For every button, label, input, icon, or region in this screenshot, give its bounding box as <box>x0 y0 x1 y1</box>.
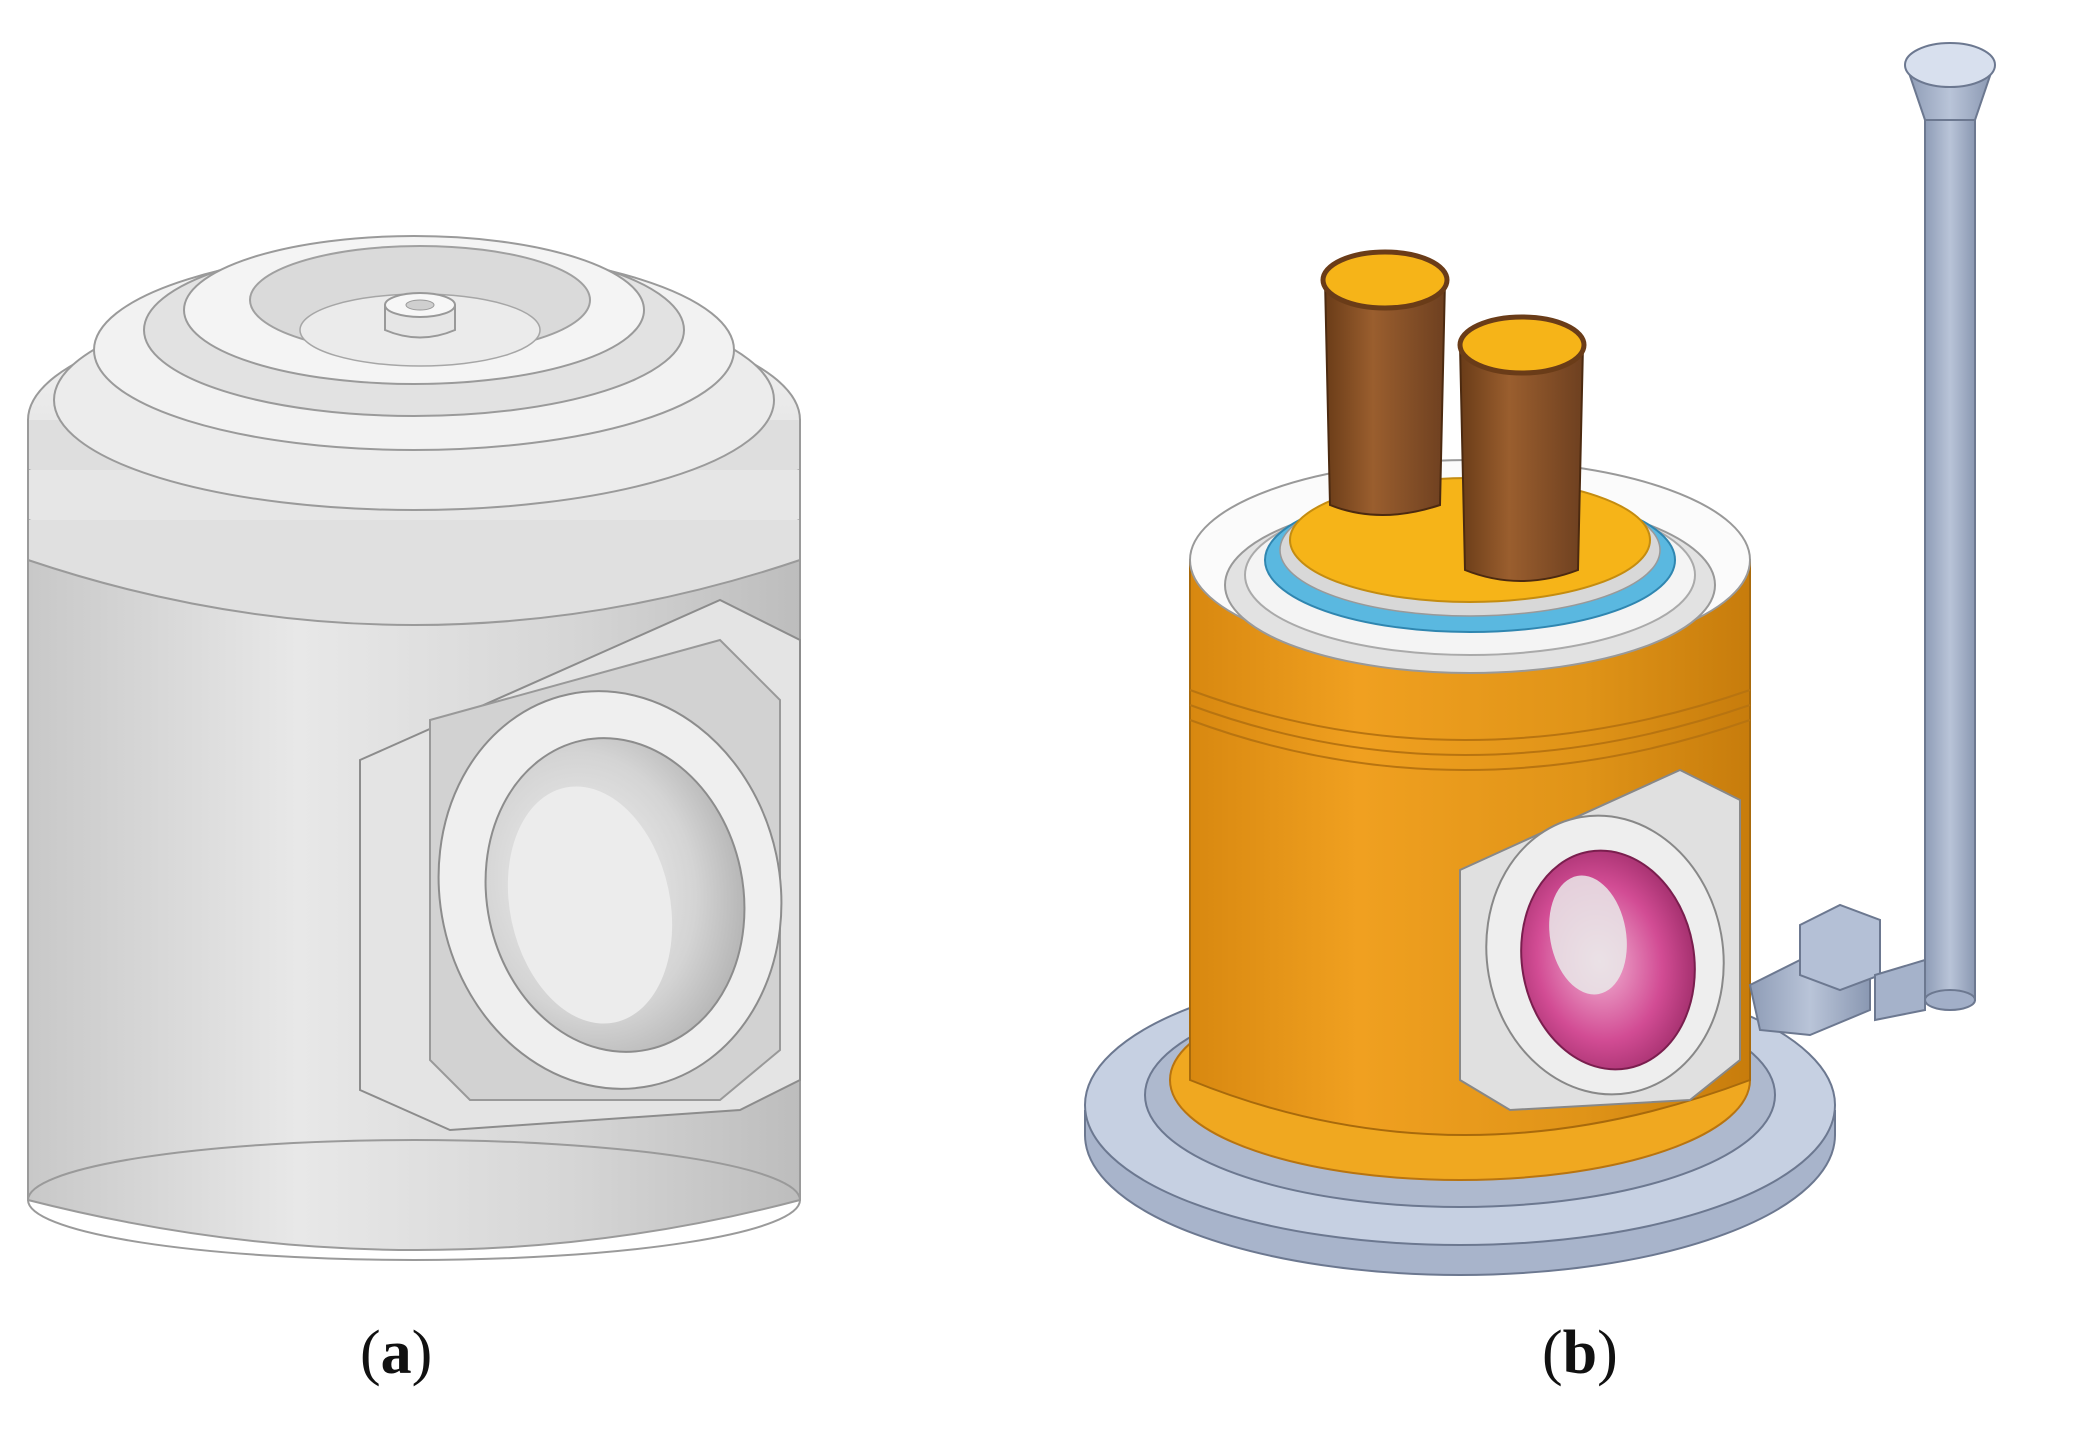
piston-casting-illustration <box>27 235 801 1261</box>
sprue <box>1924 109 1976 1001</box>
caption-a: (a) <box>360 1319 433 1387</box>
panel-a: (a) <box>0 0 1040 1430</box>
caption-b: (b) <box>1542 1319 1618 1387</box>
panel-b: (b) <box>1040 0 2095 1430</box>
casting-mold-illustration <box>1084 42 1996 1276</box>
riser-2 <box>1458 344 1585 582</box>
riser-1 <box>1323 279 1447 516</box>
piston-bottom-edge <box>27 1139 801 1261</box>
